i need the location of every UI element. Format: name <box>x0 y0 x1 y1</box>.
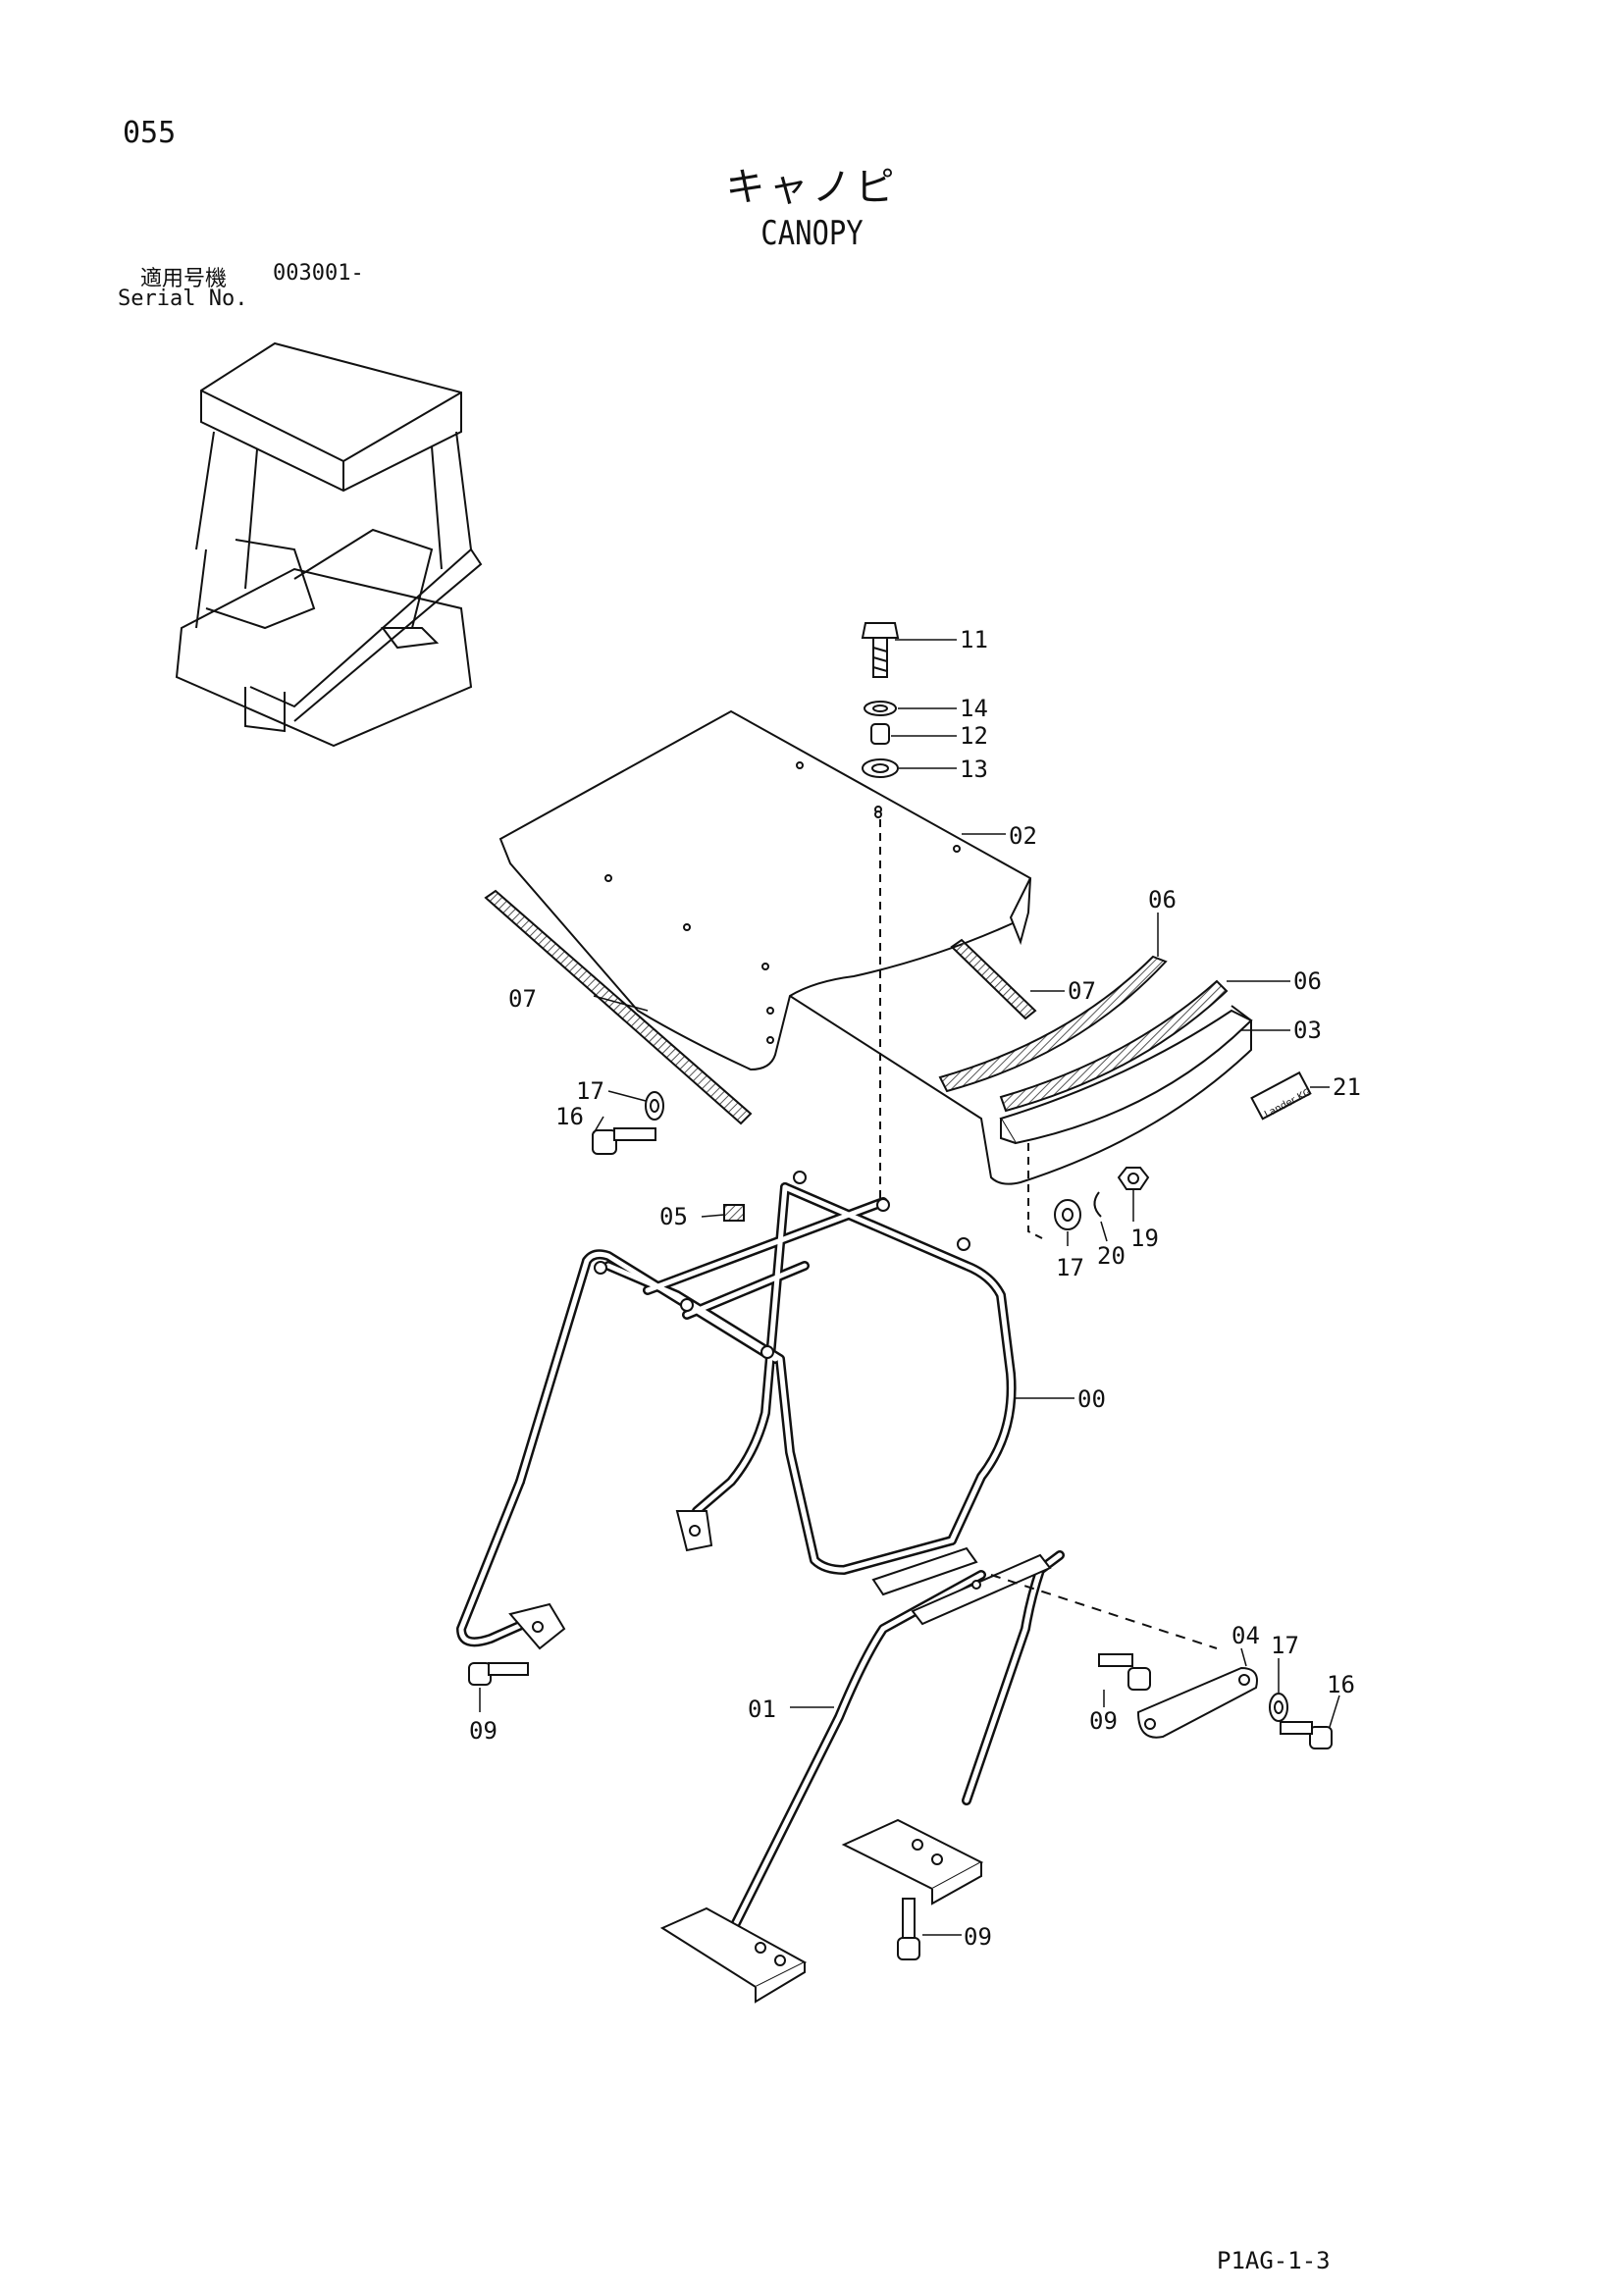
leader-lines <box>479 639 1340 1936</box>
callout-09: 09 <box>1089 1707 1118 1735</box>
callout-17: 17 <box>1056 1254 1084 1281</box>
callout-12: 12 <box>960 722 988 750</box>
callout-03: 03 <box>1293 1017 1322 1044</box>
reference-code: P1AG-1-3 <box>1217 2247 1331 2274</box>
spacer-block <box>723 1204 745 1222</box>
serial-label: Serial No. <box>118 287 248 311</box>
weather-strips <box>938 955 1229 1113</box>
roof-panel <box>498 709 1252 1185</box>
seal-strips <box>484 889 1037 1125</box>
front-hardware <box>1054 1167 1150 1230</box>
callout-07: 07 <box>1068 977 1096 1005</box>
callout-16: 16 <box>1327 1671 1355 1698</box>
assembly-axis-line-side <box>990 1574 1218 1649</box>
callout-16: 16 <box>555 1103 584 1130</box>
callout-09: 09 <box>469 1717 498 1745</box>
serial-number: 003001- <box>273 261 364 286</box>
front-frame-inner <box>718 1552 1063 1956</box>
callout-20: 20 <box>1097 1242 1126 1270</box>
rear-frame-plates <box>508 1171 978 1650</box>
page-title-japanese: キャノピ <box>725 165 899 210</box>
callout-19: 19 <box>1130 1225 1159 1252</box>
side-bracket <box>1136 1666 1288 1739</box>
callout-21: 21 <box>1333 1073 1361 1101</box>
callout-05: 05 <box>659 1203 688 1230</box>
front-frame-plates <box>659 1553 1052 2004</box>
left-bolt-and-washer <box>592 1091 664 1155</box>
callout-07: 07 <box>508 985 537 1013</box>
callout-09: 09 <box>964 1923 992 1951</box>
callout-06: 06 <box>1293 967 1322 995</box>
callout-17: 17 <box>576 1077 604 1105</box>
front-bracket <box>999 1009 1253 1145</box>
callout-04: 04 <box>1231 1622 1260 1649</box>
front-frame <box>716 1550 1065 1957</box>
frame-bolts <box>468 1653 1333 1960</box>
callout-11: 11 <box>960 626 988 653</box>
top-bolt-stack <box>861 622 900 778</box>
callout-06: 06 <box>1148 886 1177 913</box>
page-number: 055 <box>123 116 177 150</box>
machine-overview-illustration <box>175 341 483 748</box>
callout-13: 13 <box>960 756 988 783</box>
callout-17: 17 <box>1271 1632 1299 1659</box>
page-title: CANOPY <box>760 214 864 253</box>
callout-labels: 11 14 12 13 02 06 06 07 07 03 21 17 16 0… <box>469 626 1361 1951</box>
decal <box>1250 1070 1312 1121</box>
callout-02: 02 <box>1009 822 1037 850</box>
callout-00: 00 <box>1077 1385 1106 1413</box>
assembly-axis-line-front <box>1027 1143 1043 1239</box>
serial-label-japanese: 適用号機 <box>140 267 228 291</box>
callout-14: 14 <box>960 695 988 722</box>
rear-frame-inner <box>458 1184 1015 1644</box>
callout-01: 01 <box>748 1696 776 1723</box>
